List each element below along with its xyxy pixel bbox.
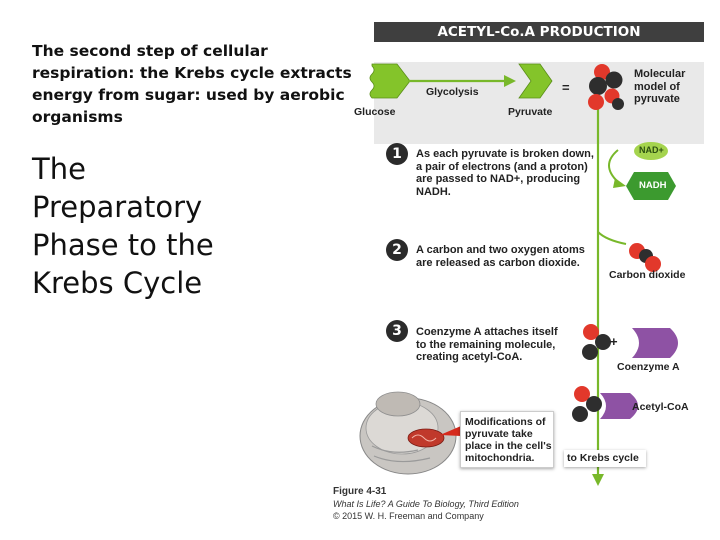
callout-pointer-icon: [440, 426, 461, 436]
model-label-line: Molecular: [634, 68, 686, 80]
step-3-line: creating acetyl-CoA.: [416, 351, 523, 363]
step-1-line: a pair of electrons (and a proton): [416, 160, 588, 173]
glycolysis-arrow-head: [504, 75, 516, 87]
carbon-dioxide-label: Carbon dioxide: [609, 269, 686, 281]
mitochondria-callout: Modifications of pyruvate take place in …: [460, 411, 554, 468]
model-label-line: model of: [634, 80, 680, 93]
callout-line: Modifications of: [465, 416, 546, 428]
remaining-molecule-icon: [582, 324, 611, 360]
title-line: Phase to the: [32, 228, 214, 262]
figure-header: ACETYL-Co.A PRODUCTION: [374, 22, 704, 42]
equals-sign: =: [562, 80, 570, 95]
caption-title: Figure 4-31: [333, 486, 387, 497]
main-arrow-head: [592, 474, 604, 486]
to-krebs-cycle-label: to Krebs cycle: [567, 452, 639, 464]
acetyl-coa-icon: [572, 386, 638, 422]
step-3-badge: 3: [386, 320, 408, 342]
title-line: Krebs Cycle: [32, 266, 203, 300]
title-line: Preparatory: [32, 190, 203, 224]
step-1-text: As each pyruvate is broken down, a pair …: [416, 148, 594, 198]
step-2-line: are released as carbon dioxide.: [416, 256, 580, 269]
nad-plus-icon: [634, 142, 668, 160]
nadh-icon: [626, 172, 676, 200]
molecular-model-label: Molecular model of pyruvate: [634, 68, 685, 106]
nad-plus-label: NAD+: [639, 145, 664, 155]
step-2-text: A carbon and two oxygen atoms are releas…: [416, 244, 585, 269]
pyruvate-label: Pyruvate: [508, 106, 553, 118]
step-3-line: Coenzyme A attaches itself: [416, 326, 558, 338]
glucose-label: Glucose: [354, 106, 396, 118]
figure-caption: Figure 4-31 What Is Life? A Guide To Bio…: [333, 486, 519, 522]
callout-line: mitochondria.: [465, 452, 535, 464]
acetyl-coa-label: Acetyl-CoA: [632, 401, 689, 413]
step-1-line: NADH.: [416, 185, 451, 198]
nadh-label: NADH: [639, 180, 667, 191]
title-line: The: [32, 152, 86, 186]
to-krebs-cycle-box: to Krebs cycle: [564, 450, 646, 467]
glycolysis-label: Glycolysis: [426, 86, 479, 98]
carbon-dioxide-icon: [629, 243, 661, 272]
callout-text: Modifications of pyruvate take place in …: [465, 416, 552, 464]
coenzyme-a-icon: [632, 328, 678, 358]
slide-subtitle: The second step of cellular respiration:…: [32, 40, 372, 128]
step-3-text: Coenzyme A attaches itself to the remain…: [416, 326, 558, 364]
model-label-line: pyruvate: [634, 93, 680, 105]
subtitle-line: energy from sugar: used by aerobic: [32, 86, 345, 104]
step-1-line: are passed to NAD+, producing: [416, 173, 581, 185]
coenzyme-a-label: Coenzyme A: [617, 361, 680, 373]
step-2-line: A carbon and two oxygen atoms: [416, 244, 585, 256]
step-2-badge: 2: [386, 239, 408, 261]
caption-copyright: © 2015 W. H. Freeman and Company: [333, 511, 484, 521]
caption-source: What Is Life? A Guide To Biology, Third …: [333, 499, 519, 509]
subtitle-line: The second step of cellular: [32, 42, 268, 60]
nad-curve-arrow: [608, 149, 619, 183]
glucose-shape: [369, 63, 411, 99]
pyruvate-model-icon: [588, 64, 624, 110]
nad-curve-head: [613, 178, 626, 188]
pyruvate-shape: [518, 63, 553, 99]
callout-line: pyruvate take: [465, 428, 533, 440]
subtitle-line: organisms: [32, 108, 123, 126]
step-1-line: As each pyruvate is broken down,: [416, 148, 594, 160]
slide-title: The Preparatory Phase to the Krebs Cycle: [32, 150, 214, 302]
step-3-line: to the remaining molecule,: [416, 338, 556, 351]
subtitle-line: respiration: the Krebs cycle extracts: [32, 64, 352, 82]
cell-illustration: [359, 391, 457, 475]
plus-sign: +: [610, 334, 618, 349]
co2-curve-arrow: [597, 231, 627, 245]
step-1-badge: 1: [386, 143, 408, 165]
callout-line: place in the cell's: [465, 440, 552, 452]
